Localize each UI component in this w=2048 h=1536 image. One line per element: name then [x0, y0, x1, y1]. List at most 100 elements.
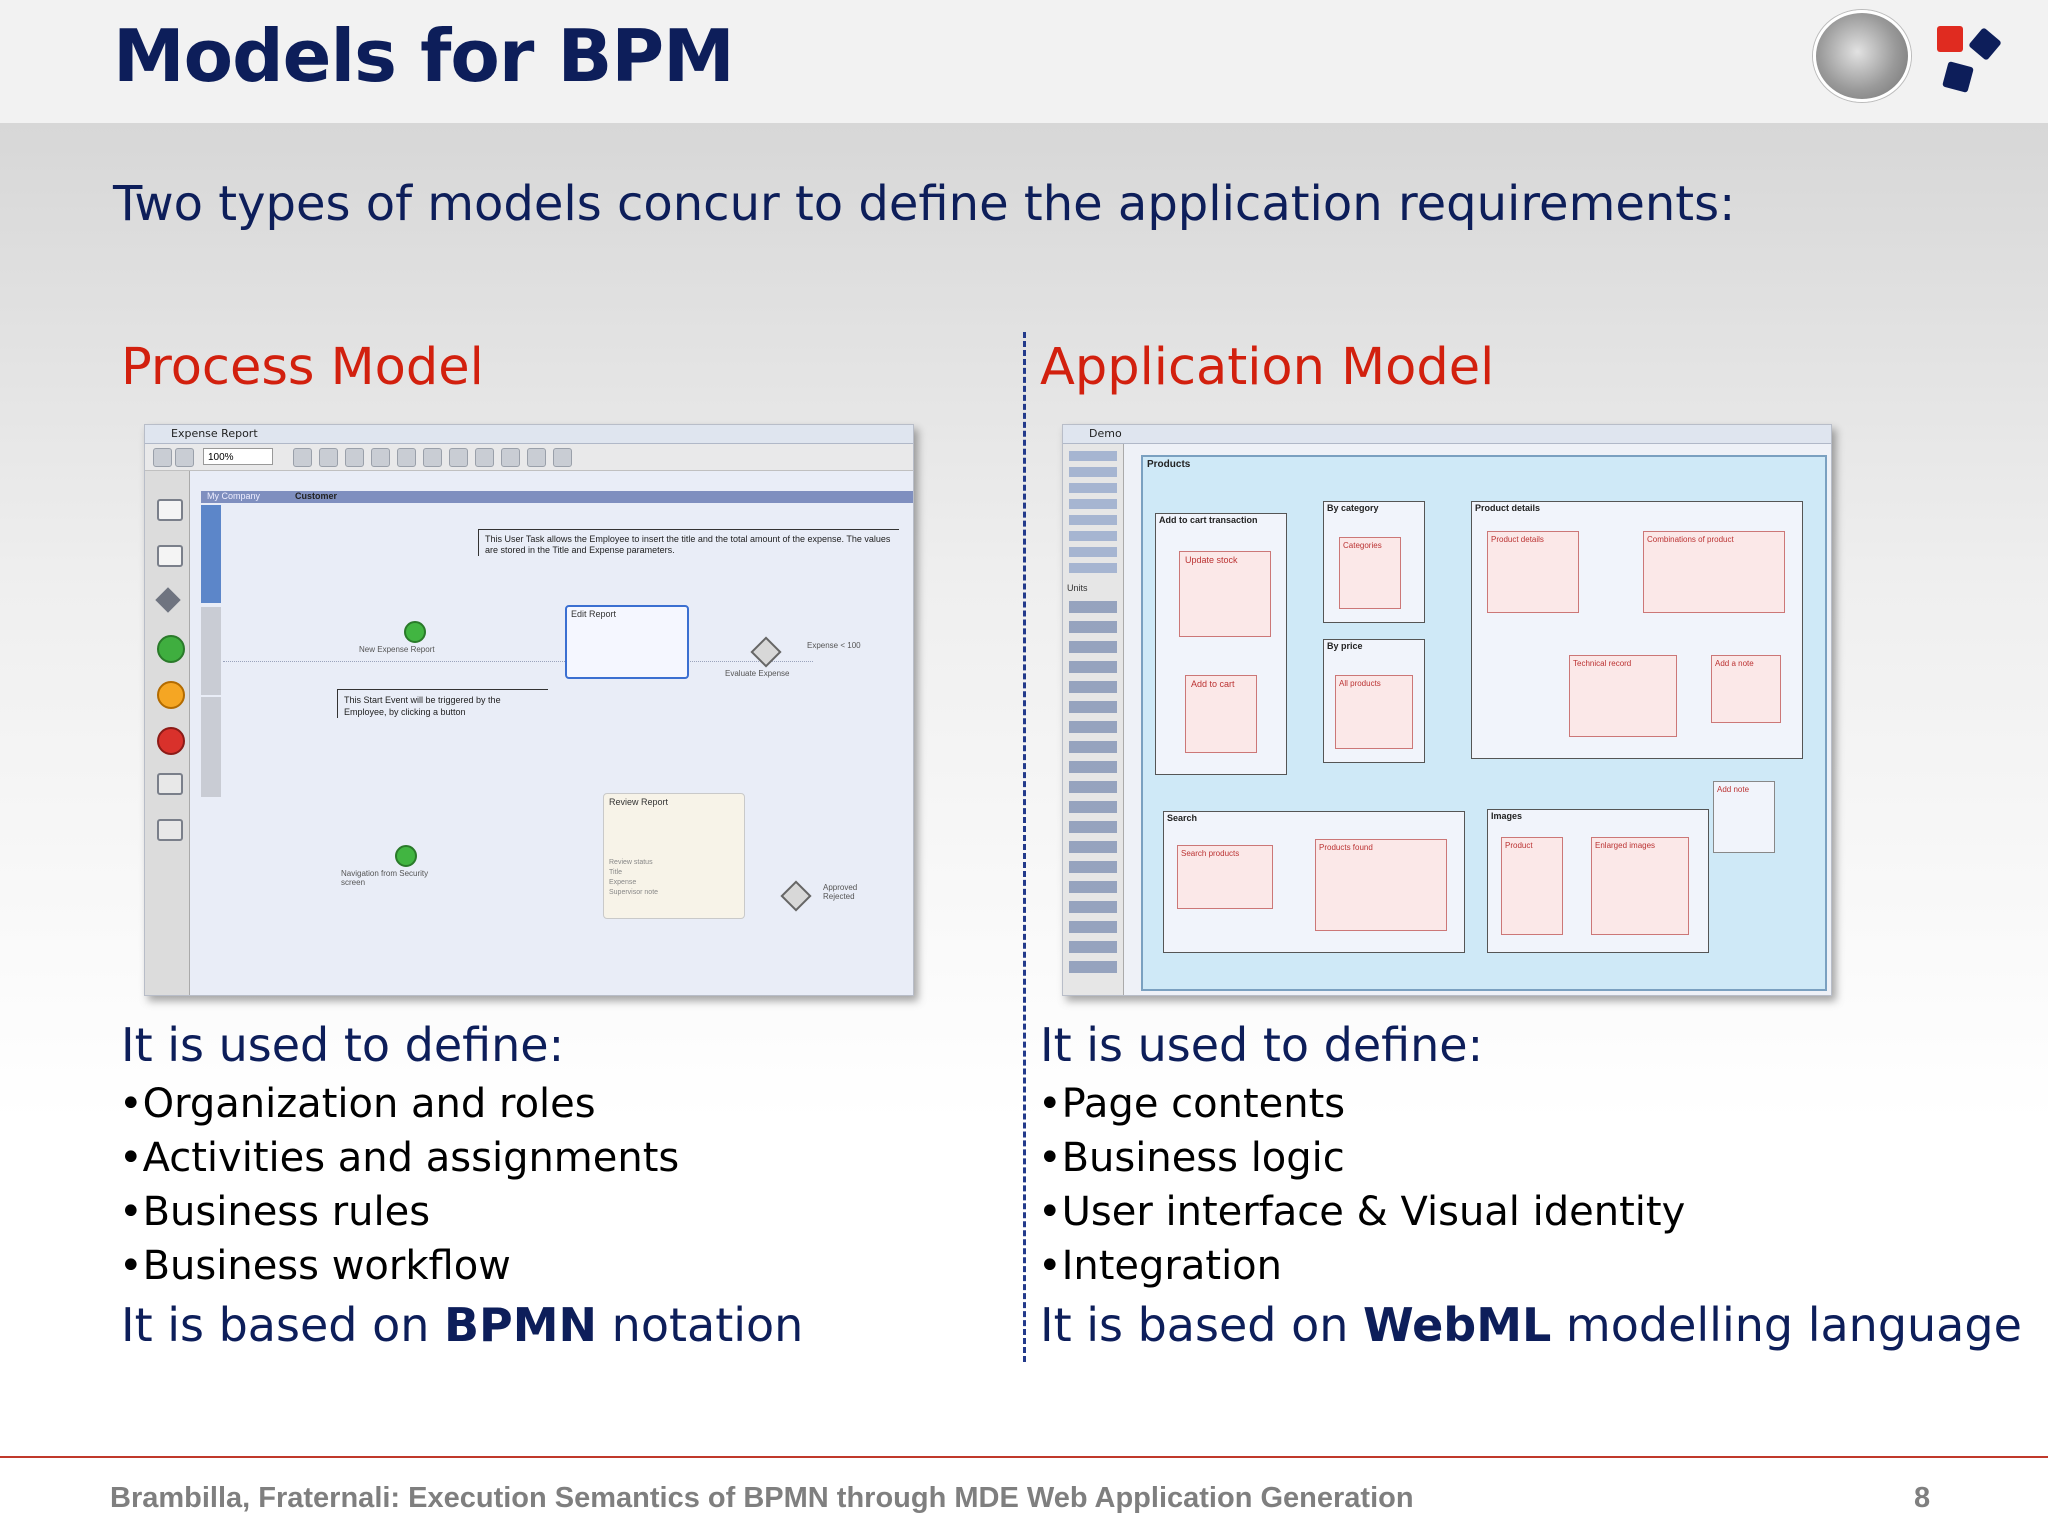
- run-icon[interactable]: [553, 448, 572, 467]
- unit-update-stock-label: Update stock: [1185, 555, 1238, 565]
- unit-search-products[interactable]: [1177, 845, 1273, 909]
- webml-term: WebML: [1363, 1298, 1552, 1352]
- process-model-heading: Process Model: [121, 338, 484, 397]
- application-based-on: It is based on WebML modelling language: [1040, 1298, 2022, 1352]
- annotation-task-note: This User Task allows the Employee to in…: [478, 529, 899, 556]
- application-bullet-4: •Integration: [1038, 1243, 1283, 1289]
- unit-technical-record[interactable]: [1569, 655, 1677, 737]
- unit-categories[interactable]: [1339, 537, 1401, 609]
- page-number: 8: [1914, 1482, 1931, 1514]
- unit-product[interactable]: [1501, 837, 1563, 935]
- zoom-actual-icon[interactable]: [423, 448, 442, 467]
- annotation-palette-icon[interactable]: [157, 819, 183, 841]
- review-param-status: Review status: [609, 859, 653, 866]
- process-bullet-2: •Activities and assignments: [119, 1135, 680, 1181]
- unit-all-products[interactable]: [1335, 675, 1413, 749]
- start-event-icon: [404, 621, 426, 643]
- review-param-title: Title: [609, 869, 622, 876]
- zoom-page-icon[interactable]: [397, 448, 416, 467]
- task-palette-icon[interactable]: [157, 499, 183, 521]
- unit-categories-label: Categories: [1343, 541, 1382, 550]
- unit-products-found[interactable]: [1315, 839, 1447, 931]
- subprocess-palette-icon[interactable]: [157, 545, 183, 567]
- task-edit-report[interactable]: [565, 605, 689, 679]
- annotation-event-note: This Start Event will be triggered by th…: [337, 689, 548, 718]
- process-used-to-define: It is used to define:: [121, 1018, 565, 1072]
- application-model-heading: Application Model: [1040, 338, 1495, 397]
- editor-toolbar: 100%: [145, 444, 913, 471]
- page-title-products: Products: [1147, 459, 1191, 470]
- webratio-logo-icon: [1937, 26, 2001, 93]
- process-bullet-1: •Organization and roles: [119, 1081, 596, 1127]
- unit-enlarged-images[interactable]: [1591, 837, 1689, 935]
- unit-add-note-label: Add note: [1717, 785, 1750, 794]
- unit-add-to-cart[interactable]: [1185, 675, 1257, 753]
- lane-treasurer-tab: [201, 697, 221, 797]
- marquee-tool-icon[interactable]: [175, 448, 194, 467]
- palette-icons-units: [1069, 601, 1117, 981]
- footer-citation: Brambilla, Fraternali: Execution Semanti…: [110, 1482, 1414, 1514]
- process-bullet-3: •Business rules: [119, 1189, 431, 1235]
- select-tool-icon[interactable]: [153, 448, 172, 467]
- slide-subtitle: Two types of models concur to define the…: [113, 176, 1736, 232]
- unit-product-label: Product: [1505, 841, 1533, 850]
- units-palette-label: Units: [1067, 583, 1088, 593]
- area-images-label: Images: [1491, 811, 1523, 821]
- distribute-h-icon[interactable]: [475, 448, 494, 467]
- zoom-fit-icon[interactable]: [371, 448, 390, 467]
- area-product-details-label: Product details: [1475, 503, 1541, 513]
- editor-tab: Expense Report: [145, 425, 913, 444]
- zoom-select[interactable]: 100%: [203, 448, 273, 465]
- lane-separator: [223, 661, 813, 662]
- intermediate-event-palette-icon[interactable]: [157, 681, 185, 709]
- unit-update-stock[interactable]: [1179, 551, 1271, 637]
- gateway-label: Evaluate Expense: [725, 669, 790, 678]
- footer-rule: [0, 1456, 2048, 1458]
- start-event-palette-icon[interactable]: [157, 635, 185, 663]
- unit-add-a-note-label: Add a note: [1715, 659, 1754, 668]
- palette-icons-top: [1069, 451, 1117, 575]
- zoom-out-icon[interactable]: [345, 448, 364, 467]
- pool-header: [201, 491, 913, 503]
- bpmn-editor-screenshot: Expense Report 100% My Company Customer …: [144, 424, 914, 996]
- distribute-v-icon[interactable]: [501, 448, 520, 467]
- lane-supervisor-tab: [201, 607, 221, 695]
- pool-name-label: My Company: [207, 491, 261, 501]
- task-review-report[interactable]: [603, 793, 745, 919]
- slide-title: Models for BPM: [113, 14, 735, 98]
- review-param-note: Supervisor note: [609, 889, 659, 896]
- start-event-security-label: Navigation from Security screen: [341, 869, 429, 887]
- unit-search-products-label: Search products: [1181, 849, 1240, 858]
- unit-combinations-label: Combinations of product: [1647, 535, 1734, 544]
- start-event-security-icon: [395, 845, 417, 867]
- unit-add-to-cart-label: Add to cart: [1191, 679, 1235, 689]
- unit-product-details[interactable]: [1487, 531, 1579, 613]
- lane-customer-label: Customer: [295, 491, 338, 501]
- unit-enlarged-images-label: Enlarged images: [1595, 841, 1656, 850]
- bpmn-term: BPMN: [444, 1298, 598, 1352]
- area-by-price-label: By price: [1327, 641, 1363, 651]
- unit-products-found-label: Products found: [1319, 843, 1373, 852]
- unit-add-note[interactable]: [1713, 781, 1775, 853]
- validate-icon[interactable]: [527, 448, 546, 467]
- hand-tool-icon[interactable]: [293, 448, 312, 467]
- process-based-on: It is based on BPMN notation: [121, 1298, 804, 1352]
- end-event-palette-icon[interactable]: [157, 727, 185, 755]
- task-review-report-label: Review Report: [609, 797, 669, 807]
- zoom-in-icon[interactable]: [319, 448, 338, 467]
- flow-palette-icon[interactable]: [157, 773, 183, 795]
- review-param-expense: Expense: [609, 879, 637, 886]
- area-search-label: Search: [1167, 813, 1198, 823]
- unit-product-details-label: Product details: [1491, 535, 1544, 544]
- area-add-to-cart-label: Add to cart transaction: [1159, 515, 1258, 525]
- unit-add-a-note[interactable]: [1711, 655, 1781, 723]
- editor-tab: Demo: [1063, 425, 1831, 444]
- application-used-to-define: It is used to define:: [1040, 1018, 1484, 1072]
- application-bullet-1: •Page contents: [1038, 1081, 1346, 1127]
- university-seal-icon: [1813, 10, 1911, 102]
- process-bullet-4: •Business workflow: [119, 1243, 511, 1289]
- condition-label: Expense < 100: [807, 641, 861, 650]
- unit-combinations[interactable]: [1643, 531, 1785, 613]
- align-icon[interactable]: [449, 448, 468, 467]
- start-event-label: New Expense Report: [359, 645, 435, 654]
